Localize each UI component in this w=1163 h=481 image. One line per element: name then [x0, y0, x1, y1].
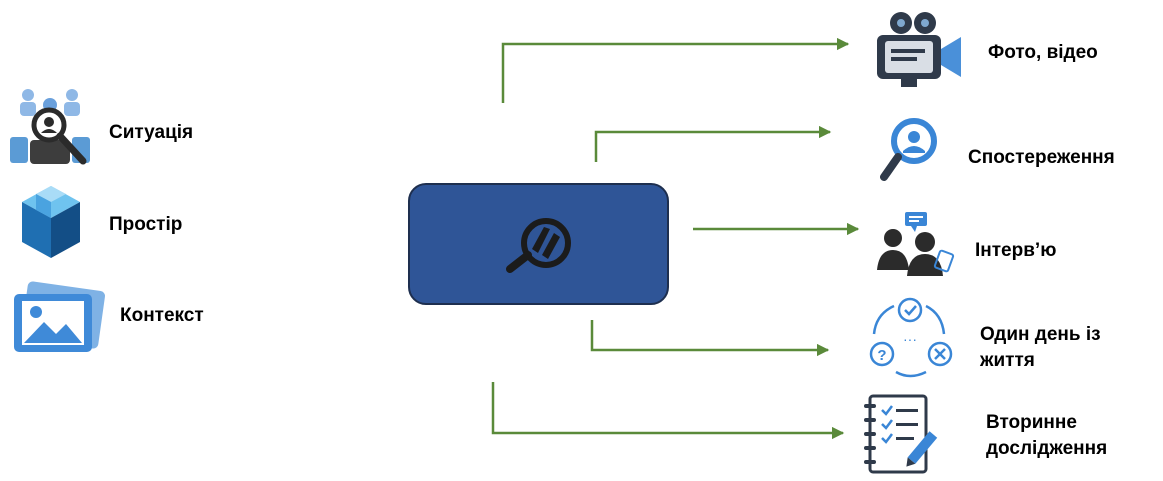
- left-label-space: Простір: [109, 214, 183, 235]
- observation-icon: [878, 115, 940, 185]
- magnifier-icon: [502, 209, 580, 279]
- photos-icon: [10, 280, 106, 360]
- arrow-to-secondary-research: [491, 382, 845, 440]
- cycle-icon: ? ···: [862, 296, 954, 380]
- cube-icon: [18, 182, 84, 262]
- checklist-icon: [858, 390, 942, 476]
- left-label-context: Контекст: [120, 305, 204, 326]
- right-label-photo-video: Фото, відео: [988, 42, 1098, 63]
- arrow-to-observation: [594, 125, 832, 162]
- people-magnifier-icon: [10, 85, 92, 165]
- svg-text:?: ?: [877, 347, 886, 364]
- secondary-research-line2: дослідження: [986, 437, 1108, 459]
- day-in-life-line2: життя: [980, 349, 1035, 371]
- right-label-secondary-research: Вторинне дослідження: [986, 410, 1107, 461]
- left-label-situation: Ситуація: [109, 122, 194, 143]
- day-in-life-line1: Один день із: [980, 324, 1101, 345]
- interview-icon: [873, 210, 959, 278]
- video-camera-icon: [873, 9, 965, 87]
- svg-text:···: ···: [903, 331, 917, 347]
- secondary-research-line1: Вторинне: [986, 412, 1077, 433]
- right-label-observation: Спостереження: [968, 147, 1115, 168]
- arrow-to-photo-video: [501, 37, 850, 103]
- right-label-interview: Інтерв’ю: [975, 240, 1057, 261]
- right-label-day-in-life: Один день із життя: [980, 322, 1101, 373]
- arrow-to-day-in-life: [590, 320, 830, 357]
- central-research-box: [408, 183, 669, 305]
